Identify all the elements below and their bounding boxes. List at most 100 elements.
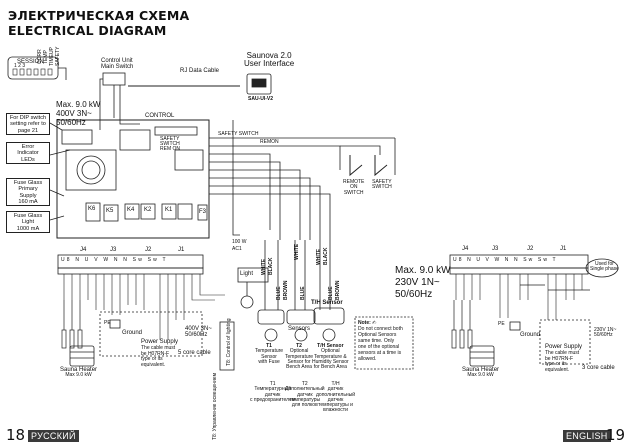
wire-blue-2: BLUE bbox=[300, 286, 306, 300]
relay-k1: K1 bbox=[165, 207, 173, 213]
right-terminal-j3: J3 bbox=[492, 246, 499, 252]
sensors-label: Sensors bbox=[288, 326, 311, 332]
right-supply-hz: 50/60Hz bbox=[594, 332, 613, 339]
note-line-2: Do not connect both bbox=[358, 326, 403, 332]
sensor-t2 bbox=[286, 309, 316, 325]
wire-blue-3: BLUE bbox=[328, 286, 334, 300]
ru-th-2: датчик bbox=[327, 386, 344, 393]
light-label: Light bbox=[240, 271, 254, 277]
remote-switch-line-3: SWITCH bbox=[343, 189, 364, 196]
wire-brown-1: BROWN bbox=[283, 280, 289, 300]
ui-title: Saunova 2.0 User Interface bbox=[244, 51, 294, 69]
user-interface-device bbox=[246, 73, 272, 95]
wire-black-1: BLACK bbox=[268, 257, 274, 276]
sensor-th bbox=[313, 307, 345, 325]
fuse-primary-line-1: Fuse Glass bbox=[13, 180, 43, 186]
right-pin-w: W bbox=[494, 257, 502, 263]
right-ps-line-1: Power Supply bbox=[545, 344, 583, 350]
sensor-t2-cap-1: T2 bbox=[296, 343, 302, 349]
ui-title-line-1: Saunova 2.0 bbox=[246, 51, 292, 60]
left-ps-line-1: Power Supply bbox=[141, 339, 179, 345]
right-pin-v: V bbox=[485, 257, 491, 263]
relay-k5: K5 bbox=[106, 208, 114, 214]
ru-t2-4: температуры bbox=[289, 396, 321, 403]
dip-note-box: For DIP switch setting refer to page 21 bbox=[6, 113, 50, 135]
sensor-th-cap-2: Optional bbox=[321, 348, 340, 355]
right-heater-line-2: Max 9.0 kW bbox=[467, 372, 494, 379]
left-power-supply: Power Supply The cable must be H07RN-F t… bbox=[141, 339, 178, 369]
sensor-t1-cap-4: with Fuse bbox=[258, 358, 280, 365]
left-terminal-j2: J2 bbox=[145, 247, 152, 253]
safety-switch-line-label: SAFETY SWITCH bbox=[218, 131, 259, 137]
right-pin-t: T bbox=[552, 257, 558, 263]
left-terminal-j3: J3 bbox=[110, 247, 117, 253]
session-numbers: 1 2 3 bbox=[14, 63, 26, 69]
right-ground-label: Ground bbox=[520, 332, 541, 338]
left-terminal-j4: J4 bbox=[80, 247, 87, 253]
ru-th-3: дополнительный bbox=[316, 391, 356, 398]
left-core-cable: 5 core cable bbox=[178, 350, 211, 356]
lamp-control-en: T8: Control of lighting bbox=[226, 318, 232, 366]
ru-t1-2: Температурный bbox=[254, 386, 291, 393]
relay-k4: K4 bbox=[127, 207, 135, 213]
safety-switch-box-line-2: SWITCH bbox=[372, 184, 392, 191]
right-pin-n1: N bbox=[467, 257, 473, 263]
left-pe-label: PE bbox=[104, 320, 111, 326]
dip-note-line-3: page 21 bbox=[17, 127, 39, 134]
remon-line-label: REMON bbox=[260, 139, 279, 145]
left-heater-line-1: Sauna Heater bbox=[60, 367, 98, 373]
left-frequency: 50/60Hz bbox=[56, 118, 86, 127]
single-phase-bubble: Used for Single phase bbox=[590, 261, 619, 273]
wire-white-1: WHITE bbox=[261, 258, 267, 275]
fuse-primary-box: Fuse Glass Primary Supply 160 mA bbox=[6, 178, 50, 206]
right-pin-n3: N bbox=[514, 257, 520, 263]
ru-th-6: влажности bbox=[323, 407, 348, 414]
left-pin-u8: U8 bbox=[61, 257, 72, 263]
ru-caption-t1: T1 Температурный датчик с предохранителе… bbox=[250, 381, 296, 403]
note-line-5: one of the optional bbox=[358, 344, 400, 350]
ru-caption-t2: T2 Дополнительный датчик температуры для… bbox=[285, 381, 325, 408]
right-terminal-j1: J1 bbox=[560, 246, 567, 252]
error-leds-line-2: Indicator bbox=[17, 150, 39, 157]
safety-switch-box-label: SAFETY SWITCH bbox=[372, 179, 392, 191]
wire-blue-1: BLUE bbox=[276, 286, 282, 300]
control-board bbox=[56, 119, 210, 239]
control-unit-line-2: Main Switch bbox=[101, 64, 134, 71]
ru-t2-2: Дополнительный bbox=[285, 386, 325, 393]
sensor-t1-cap-2: Temperature bbox=[255, 348, 284, 355]
relay-k6: K6 bbox=[88, 206, 96, 212]
remote-switch-line-1: REMOTE bbox=[343, 179, 365, 185]
ru-t2-3: датчик bbox=[297, 391, 313, 398]
right-ps-line-2: The cable must bbox=[545, 349, 580, 356]
sensor-t2-cap-4: Sensor for bbox=[287, 358, 311, 365]
left-voltage: 400V 3N~ bbox=[56, 109, 92, 118]
safety-switch-box-line-1: SAFETY bbox=[372, 179, 392, 185]
left-heater-line-2: Max 9.0 kW bbox=[65, 372, 92, 379]
note-line-4: same time. Only bbox=[358, 338, 395, 344]
error-leds-line-3: LEDs bbox=[21, 156, 35, 163]
fuse-light-line-1: Fuse Glass bbox=[13, 213, 43, 219]
board-safety-label: SAFETY bbox=[160, 136, 180, 142]
ui-model: SAU-UI-V2 bbox=[248, 96, 274, 102]
ru-t1-4: с предохранителем bbox=[250, 396, 296, 403]
wire-white-2: WHITE bbox=[294, 243, 300, 260]
left-max-kw: Max. 9.0 kW bbox=[56, 100, 101, 109]
board-switch-label: SWITCH bbox=[160, 141, 180, 147]
sensor-t1-cap-1: T1 bbox=[266, 343, 272, 349]
th-sensor-label: T/H Sensor bbox=[311, 300, 343, 306]
dip-label-safety: SAFETY bbox=[55, 46, 61, 66]
sensor-th-cap-5: for Bench Area bbox=[313, 364, 347, 370]
language-tab-left: РУССКИЙ bbox=[28, 430, 79, 442]
right-voltage: 230V 1N~ bbox=[395, 277, 440, 288]
right-terminal-pins: U8 N U V W N N Sw Sw T bbox=[453, 257, 558, 263]
ru-th-1: T/H bbox=[331, 381, 340, 387]
error-leds-line-1: Error bbox=[21, 144, 35, 150]
note-line-1: Note: ✍ bbox=[358, 320, 377, 326]
right-heater-label: Sauna Heater Max 9.0 kW bbox=[462, 367, 499, 379]
wire-white-3: WHITE bbox=[316, 248, 322, 265]
control-unit-label: Control Unit Main Switch bbox=[101, 58, 133, 71]
right-terminal-j2: J2 bbox=[527, 246, 534, 252]
sensor-t1 bbox=[257, 309, 285, 325]
left-ps-line-3: be H07RN-F bbox=[141, 350, 170, 357]
